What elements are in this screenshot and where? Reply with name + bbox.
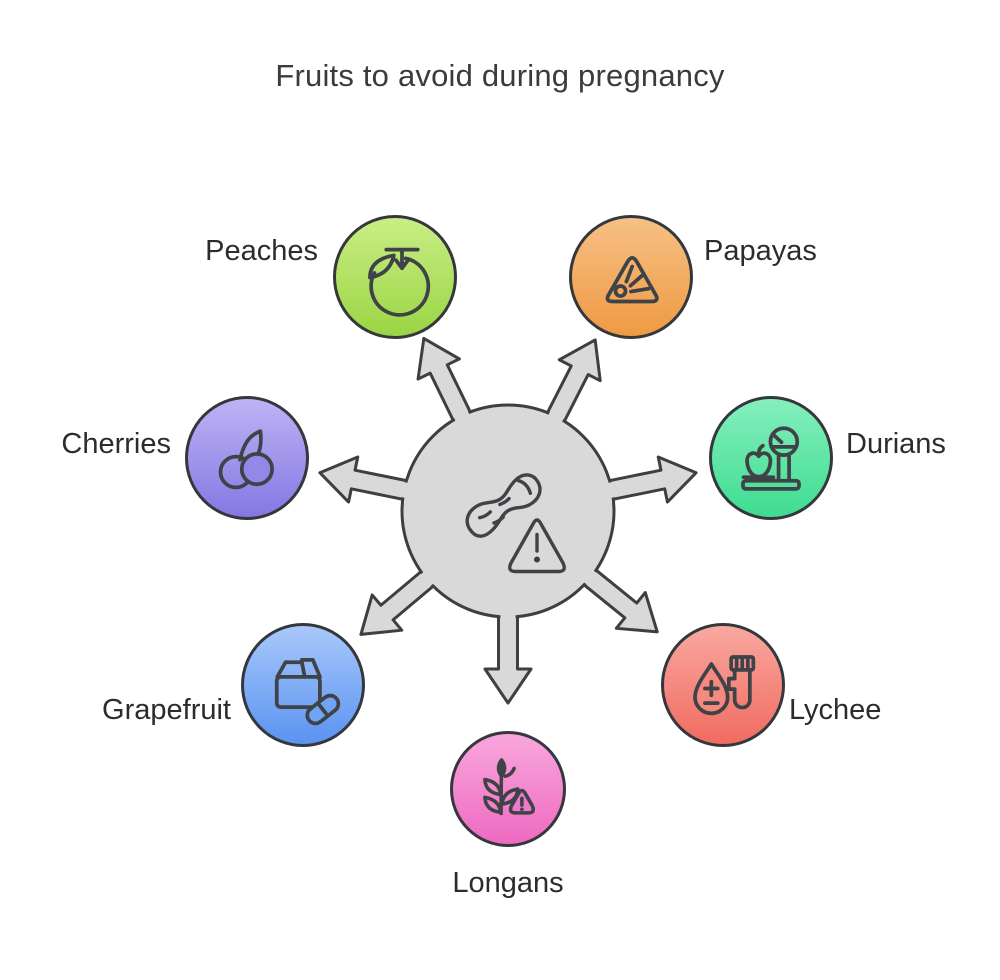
wheat-warning-icon — [483, 758, 535, 816]
label-longans: Longans — [452, 867, 564, 899]
warning-triangle-icon — [508, 518, 566, 574]
hub-arrow-joins — [357, 371, 659, 663]
label-grapefruit: Grapefruit — [102, 694, 231, 726]
label-cherries: Cherries — [61, 428, 171, 460]
label-lychee: Lychee — [789, 694, 882, 726]
weighing-scale-icon — [741, 426, 801, 491]
peach-icon — [368, 247, 431, 317]
label-durians: Durians — [846, 428, 946, 460]
blood-sugar-icon — [693, 655, 756, 716]
bubble-grapefruit — [241, 623, 365, 747]
papaya-warning-triangle-icon — [605, 256, 659, 304]
medicine-box-pill-icon — [274, 658, 341, 726]
bubble-papayas — [569, 215, 693, 339]
bubble-lychee — [661, 623, 785, 747]
cherries-icon — [218, 429, 274, 490]
bubble-longans — [450, 731, 566, 847]
bubble-cherries — [185, 396, 309, 520]
bubble-peaches — [333, 215, 457, 339]
label-papayas: Papayas — [704, 235, 817, 267]
page-title: Fruits to avoid during pregnancy — [275, 58, 725, 93]
peanut-icon — [465, 473, 542, 538]
label-peaches: Peaches — [205, 235, 318, 267]
bubble-durians — [709, 396, 833, 520]
